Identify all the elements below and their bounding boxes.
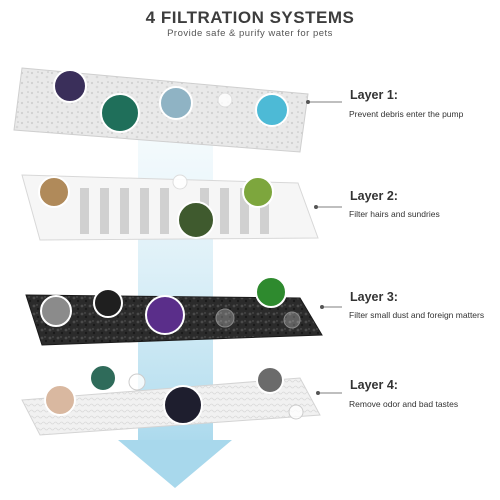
page-subtitle: Provide safe & purify water for pets bbox=[167, 28, 333, 39]
layer-4-title: Layer 4: bbox=[350, 378, 398, 392]
algae-icon bbox=[255, 276, 287, 308]
flower-icon bbox=[177, 201, 215, 239]
layer-4-connector bbox=[315, 390, 342, 395]
dust-mite-icon bbox=[38, 176, 70, 208]
layer-4-description: Remove odor and bad tastes bbox=[349, 399, 459, 409]
smoke-icon bbox=[256, 366, 284, 394]
layer-1-title: Layer 1: bbox=[350, 88, 398, 102]
layer-1-filter bbox=[13, 67, 309, 153]
bacteria-icon bbox=[89, 364, 117, 392]
virus-icon bbox=[159, 86, 193, 120]
layer-3-filter bbox=[25, 276, 323, 346]
germ-icon bbox=[100, 93, 140, 133]
debris-icon bbox=[93, 288, 123, 318]
child-icon bbox=[44, 384, 76, 416]
layer-3-connector bbox=[319, 304, 342, 309]
layer-1-connector bbox=[305, 100, 342, 105]
layer-2-description: Filter hairs and sundries bbox=[349, 209, 440, 219]
layer-4-filter bbox=[21, 364, 321, 436]
layer-2-title: Layer 2: bbox=[350, 189, 398, 203]
insect-icon bbox=[242, 176, 274, 208]
layer-3-description: Filter small dust and foreign matters bbox=[349, 310, 485, 320]
layer-3-title: Layer 3: bbox=[350, 290, 398, 304]
bacteria-icon bbox=[53, 69, 87, 103]
pathogen-icon bbox=[145, 295, 185, 335]
page-title: 4 FILTRATION SYSTEMS bbox=[145, 8, 355, 27]
odor-icon bbox=[163, 385, 203, 425]
layer-2-filter bbox=[21, 174, 319, 241]
microbe-icon bbox=[255, 93, 289, 127]
layer-1-description: Prevent debris enter the pump bbox=[349, 109, 464, 119]
dust-particle-icon bbox=[40, 295, 72, 327]
layer-2-connector bbox=[313, 204, 342, 209]
